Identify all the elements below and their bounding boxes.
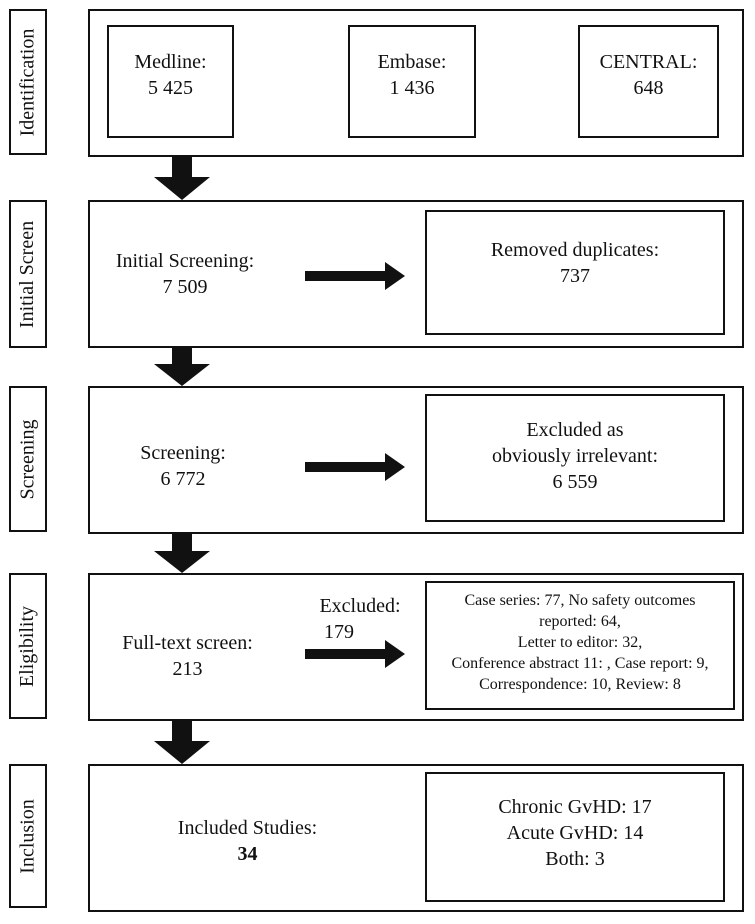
right-arrow-icon <box>305 640 405 668</box>
removed-duplicates-value: 737 <box>560 265 590 287</box>
down-arrow-icon <box>154 348 210 386</box>
right-arrow-icon <box>305 262 405 290</box>
included-studies-label: Included Studies: <box>177 817 318 839</box>
stage-label-inclusion: Inclusion <box>9 764 47 908</box>
central-label: CENTRAL: <box>599 51 698 73</box>
down-arrow-icon <box>154 721 210 764</box>
full-text-screen-text: Full-text screen: 213 <box>100 630 275 682</box>
included-studies-value: 34 <box>237 843 258 865</box>
medline-box: Medline: 5 425 <box>107 25 234 138</box>
excluded-irrelevant-value: 6 559 <box>552 471 598 493</box>
exclusion-reasons-box: Case series: 77, No safety outcomes repo… <box>425 581 735 710</box>
eligibility-excluded-text: Excluded: 179 <box>296 593 416 645</box>
exclusion-reason-line: reported: 64, <box>539 613 621 630</box>
initial-screening-text: Initial Screening: 7 509 <box>95 248 275 300</box>
screening-text: Screening: 6 772 <box>108 440 258 492</box>
removed-duplicates-box: Removed duplicates: 737 <box>425 210 725 335</box>
excluded-irrelevant-box: Excluded as obviously irrelevant: 6 559 <box>425 394 725 522</box>
eligibility-excluded-label: Excluded: <box>319 595 401 617</box>
stage-label-initial-screen: Initial Screen <box>9 200 47 348</box>
central-value: 648 <box>633 77 664 99</box>
included-studies-text: Included Studies: 34 <box>150 815 345 867</box>
central-box: CENTRAL: 648 <box>578 25 719 138</box>
embase-value: 1 436 <box>389 77 435 99</box>
screening-label: Screening: <box>140 442 226 464</box>
exclusion-reason-line: Correspondence: 10, Review: 8 <box>479 676 681 693</box>
initial-screening-label: Initial Screening: <box>115 250 255 272</box>
medline-label: Medline: <box>134 51 207 73</box>
exclusion-reason-line: Conference abstract 11: , Case report: 9… <box>451 655 709 672</box>
down-arrow-icon <box>154 157 210 200</box>
medline-value: 5 425 <box>148 77 193 99</box>
stage-label-identification: Identification <box>9 9 47 155</box>
screening-value: 6 772 <box>160 468 206 490</box>
included-outcomes-box: Chronic GvHD: 17 Acute GvHD: 14 Both: 3 <box>425 772 725 902</box>
embase-box: Embase: 1 436 <box>348 25 476 138</box>
stage-label-eligibility: Eligibility <box>9 573 47 719</box>
outcome-line: Chronic GvHD: 17 <box>498 796 652 818</box>
outcome-line: Acute GvHD: 14 <box>506 822 644 844</box>
down-arrow-icon <box>154 534 210 573</box>
removed-duplicates-label: Removed duplicates: <box>490 239 660 261</box>
initial-screening-value: 7 509 <box>162 276 208 298</box>
stage-label-screening: Screening <box>9 386 47 532</box>
outcome-line: Both: 3 <box>545 848 605 870</box>
eligibility-excluded-value: 179 <box>324 621 354 643</box>
right-arrow-icon <box>305 453 405 481</box>
exclusion-reason-line: Case series: 77, No safety outcomes <box>464 592 696 609</box>
excluded-irrelevant-line2: obviously irrelevant: <box>491 445 659 467</box>
embase-label: Embase: <box>377 51 447 73</box>
full-text-screen-value: 213 <box>172 658 203 680</box>
full-text-screen-label: Full-text screen: <box>122 632 253 654</box>
excluded-irrelevant-line1: Excluded as <box>526 419 624 441</box>
exclusion-reason-line: Letter to editor: 32, <box>517 634 643 651</box>
